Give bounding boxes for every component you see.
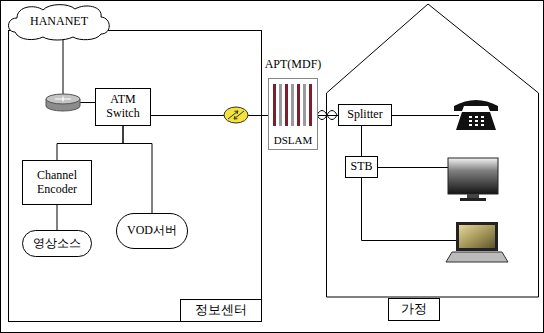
phone-wire [392, 115, 459, 116]
node-label: DSLAM [273, 134, 314, 147]
telephone-icon [454, 100, 498, 130]
rack-stripe [291, 84, 294, 126]
source-pill: 영상소스 [22, 230, 92, 257]
cloud-outline [8, 5, 109, 40]
rack-stripe [297, 84, 300, 126]
rack-stripe [285, 84, 288, 126]
uplink-wire [63, 38, 64, 94]
rack-stripe [273, 84, 276, 126]
node-label: Channel Encoder [27, 169, 87, 197]
home-outline: 가정 SplitterSTB [326, 3, 539, 321]
node-label: 영상소스 [33, 237, 81, 251]
dslam-rack: APT(MDF)DSLAM [268, 78, 318, 150]
connector-line [57, 126, 123, 160]
section-tab: 가정 [388, 298, 440, 321]
rounded-outline [117, 214, 188, 249]
network-cloud: HANANET [5, 2, 113, 42]
node-label: STB [350, 160, 372, 174]
node-label: VOD서버 [127, 224, 177, 238]
server-pill: VOD서버 [116, 213, 188, 249]
section-tab: 정보센터 [180, 299, 261, 321]
tv-wire [378, 167, 448, 168]
switch-box: ATM Switch [95, 88, 151, 126]
optical-transceiver-symbol [224, 107, 248, 123]
router-wire [80, 102, 95, 103]
connector-line [151, 115, 268, 116]
connector-line [361, 126, 362, 156]
house-outline [327, 4, 539, 297]
rounded-outline [23, 231, 92, 257]
node-label: APT(MDF) [265, 58, 322, 72]
rack-stripe [279, 84, 282, 126]
encoder-box: Channel Encoder [22, 160, 92, 205]
center-box: 정보센터 ATM SwitchChannel Encoder 영상소스 VOD서버 [8, 30, 262, 322]
router-icon [46, 94, 80, 111]
rack-outline [269, 79, 318, 150]
splitter-box: Splitter [338, 104, 392, 126]
node-label: HANANET [30, 15, 88, 29]
rack-stripe [309, 84, 312, 126]
laptop-icon [446, 222, 508, 262]
stb-box: STB [345, 156, 378, 178]
node-label: ATM Switch [98, 93, 148, 121]
television-icon [448, 158, 498, 201]
connector-line [57, 205, 58, 230]
node-label: Splitter [347, 108, 382, 122]
pc-wire [362, 178, 457, 241]
rack-stripe [303, 84, 306, 126]
connector-line [123, 126, 152, 213]
